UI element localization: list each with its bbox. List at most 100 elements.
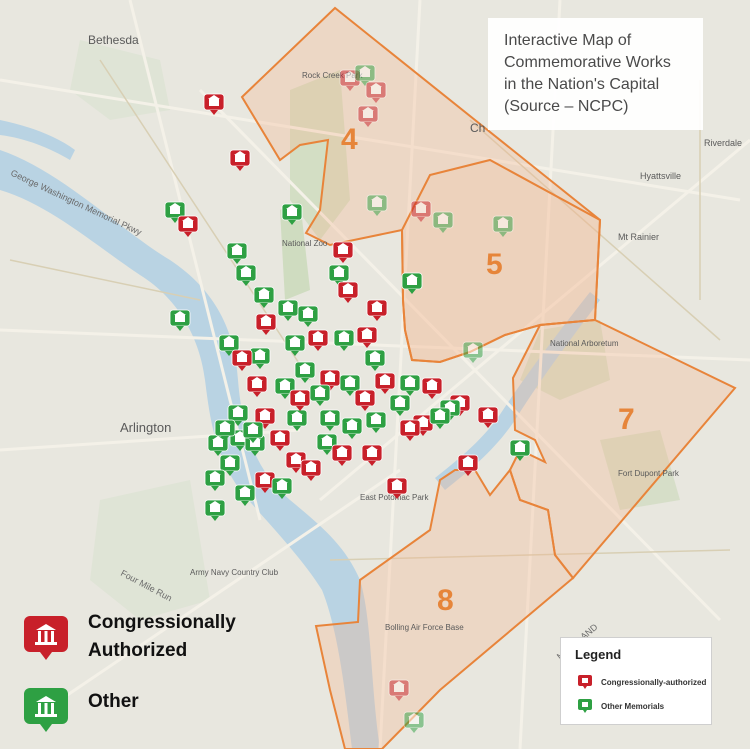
other-memorial-marker[interactable] <box>429 407 451 429</box>
zoo-area <box>280 200 310 300</box>
congressional-memorial-marker[interactable] <box>331 444 353 466</box>
ward-label-8: 8 <box>437 584 454 617</box>
other-memorial-marker[interactable] <box>297 305 319 327</box>
ward-8-region <box>314 467 575 749</box>
congressional-memorial-marker[interactable] <box>366 299 388 321</box>
place-label-fort-dupont-park: Fort Dupont Park <box>618 469 680 478</box>
other-memorial-marker[interactable] <box>274 377 296 399</box>
ward-label-7: 7 <box>618 403 635 436</box>
congressional-memorial-marker[interactable] <box>361 444 383 466</box>
other-memorial-marker[interactable] <box>432 211 454 233</box>
other-memorial-marker[interactable] <box>218 334 240 356</box>
other-memorial-marker[interactable] <box>509 439 531 461</box>
map-title-line-2: Commemorative Works <box>504 54 671 71</box>
other-memorial-marker[interactable] <box>309 384 331 406</box>
other-memorial-marker[interactable] <box>389 394 411 416</box>
other-memorial-marker[interactable] <box>364 349 386 371</box>
legend-box-congressional-label: Congressionally-authorized <box>601 678 707 687</box>
congressional-memorial-marker[interactable] <box>356 326 378 348</box>
congressional-memorial-marker[interactable] <box>255 313 277 335</box>
other-memorial-marker[interactable] <box>284 334 306 356</box>
map-title-line-4: (Source – NCPC) <box>504 98 629 115</box>
other-memorial-marker[interactable] <box>227 404 249 426</box>
other-memorial-marker[interactable] <box>207 434 229 456</box>
anacostia-river <box>435 292 600 490</box>
legend-box-congressional-icon <box>578 675 592 689</box>
other-memorial-marker[interactable] <box>354 64 376 86</box>
other-memorial-marker[interactable] <box>401 272 423 294</box>
congressional-memorial-marker[interactable] <box>354 389 376 411</box>
congressional-memorial-marker[interactable] <box>177 215 199 237</box>
other-memorial-marker[interactable] <box>214 419 236 441</box>
other-memorial-marker[interactable] <box>242 421 264 443</box>
other-memorial-marker[interactable] <box>226 242 248 264</box>
other-memorial-marker[interactable] <box>316 433 338 455</box>
other-memorial-marker[interactable] <box>169 309 191 331</box>
map-title-box: Interactive Map of Commemorative Works i… <box>488 18 703 130</box>
other-memorial-marker[interactable] <box>204 469 226 491</box>
place-label-mt-rainier: Mt Rainier <box>618 232 659 242</box>
other-memorial-marker[interactable] <box>462 341 484 363</box>
congressional-memorial-marker[interactable] <box>357 105 379 127</box>
other-memorial-marker[interactable] <box>235 264 257 286</box>
other-memorial-marker[interactable] <box>492 215 514 237</box>
other-memorial-marker[interactable] <box>341 417 363 439</box>
legend-congressional-line-1: Congressionally <box>88 612 236 633</box>
map-title-line-1: Interactive Map of <box>504 32 632 49</box>
congressional-memorial-marker[interactable] <box>477 406 499 428</box>
congressional-memorial-marker[interactable] <box>457 454 479 476</box>
congressional-memorial-marker[interactable] <box>231 349 253 371</box>
fort-dupont-area <box>600 430 680 510</box>
other-memorial-marker[interactable] <box>365 411 387 433</box>
congressional-memorial-marker[interactable] <box>374 372 396 394</box>
congressional-memorial-marker[interactable] <box>229 149 251 171</box>
map-title-line-3: in the Nation's Capital <box>504 76 660 93</box>
other-memorial-marker[interactable] <box>277 299 299 321</box>
other-memorial-marker[interactable] <box>339 374 361 396</box>
congressional-memorial-marker[interactable] <box>246 375 268 397</box>
congressional-marker-icon <box>24 616 68 660</box>
other-memorial-marker[interactable] <box>281 203 303 225</box>
congressional-memorial-marker[interactable] <box>337 281 359 303</box>
congressional-memorial-marker[interactable] <box>269 429 291 451</box>
other-memorial-marker[interactable] <box>204 499 226 521</box>
place-label-riverdale: Riverdale <box>704 138 742 148</box>
other-memorial-marker[interactable] <box>319 409 341 431</box>
legend-box-other-label: Other Memorials <box>601 702 665 711</box>
congressional-memorial-marker[interactable] <box>203 93 225 115</box>
congressional-memorial-marker[interactable] <box>399 419 421 441</box>
memorial-markers <box>164 64 531 733</box>
other-memorial-marker[interactable] <box>403 711 425 733</box>
other-memorial-marker[interactable] <box>399 374 421 396</box>
place-label-bolling-afb: Bolling Air Force Base <box>385 623 464 632</box>
other-memorial-marker[interactable] <box>234 484 256 506</box>
congressional-memorial-marker[interactable] <box>365 81 387 103</box>
congressional-memorial-marker[interactable] <box>307 329 329 351</box>
legend-other-label: Other <box>88 691 139 712</box>
place-label-rock-creek-park: Rock Creek Park <box>302 71 363 80</box>
other-memorial-marker[interactable] <box>294 361 316 383</box>
river-channel <box>0 120 75 160</box>
place-label-east-potomac-park: East Potomac Park <box>360 493 429 502</box>
other-memorial-marker[interactable] <box>219 454 241 476</box>
place-label-bethesda: Bethesda <box>88 33 139 47</box>
place-label-ch: Ch <box>470 121 485 135</box>
place-label-national-zoo: National Zoo <box>282 239 328 248</box>
legend-box-title: Legend <box>575 647 622 662</box>
congressional-memorial-marker[interactable] <box>386 477 408 499</box>
congressional-memorial-marker[interactable] <box>388 679 410 701</box>
other-memorial-marker[interactable] <box>286 409 308 431</box>
other-memorial-marker[interactable] <box>271 477 293 499</box>
legend-box: Legend Congressionally-authorized Other … <box>560 637 712 725</box>
congressional-memorial-marker[interactable] <box>332 241 354 263</box>
congressional-memorial-marker[interactable] <box>421 377 443 399</box>
congressional-memorial-marker[interactable] <box>410 200 432 222</box>
other-memorial-marker[interactable] <box>333 329 355 351</box>
other-memorial-marker[interactable] <box>164 201 186 223</box>
place-label-national-arboretum: National Arboretum <box>550 339 619 348</box>
other-memorial-marker[interactable] <box>366 194 388 216</box>
other-memorial-marker[interactable] <box>328 264 350 286</box>
other-memorial-marker[interactable] <box>253 286 275 308</box>
congressional-memorial-marker[interactable] <box>300 459 322 481</box>
